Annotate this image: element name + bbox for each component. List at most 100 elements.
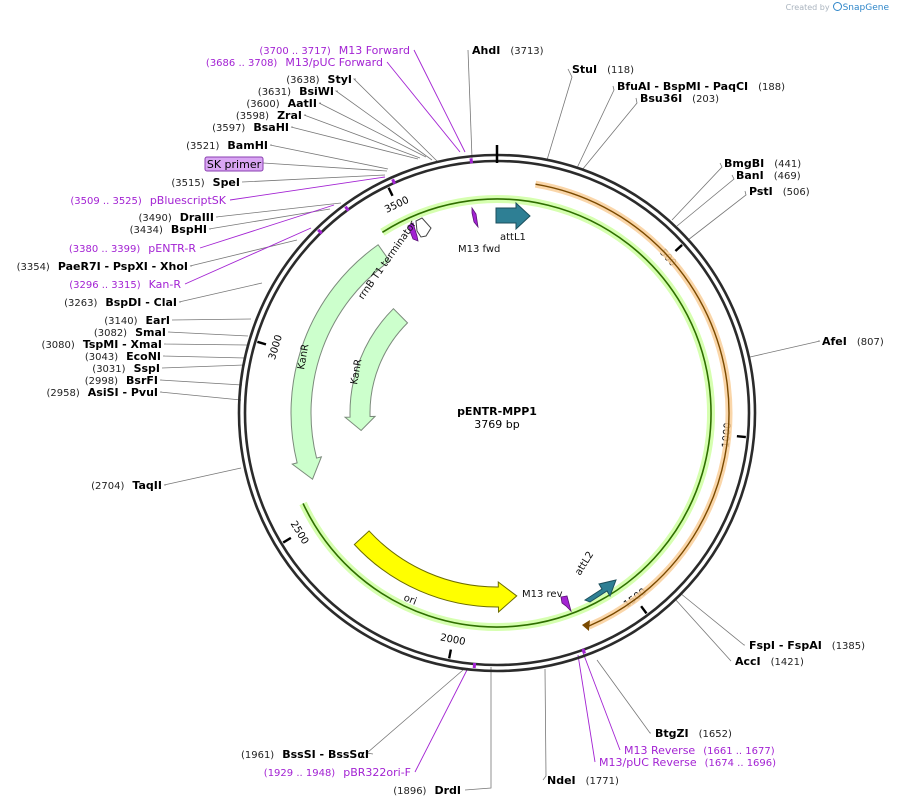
site-label[interactable]: AccI(1421) xyxy=(735,655,804,668)
site-label[interactable]: (3434)BspHI xyxy=(130,223,207,236)
site-label[interactable]: BfuAI - BspMI - PaqCI(188) xyxy=(617,80,785,93)
site-label[interactable]: NdeI(1771) xyxy=(547,774,619,787)
site-label[interactable]: (1896)DrdI xyxy=(393,784,461,797)
primer-m13-reverse[interactable]: M13 Reverse(1661 .. 1677) xyxy=(624,744,775,757)
feature-label-m13-fwd[interactable]: M13 fwd xyxy=(458,244,500,255)
site-eari[interactable]: (3140)EarI xyxy=(104,314,170,327)
site-label[interactable]: BanI(469) xyxy=(736,169,801,182)
site-paer7i-pspxi-xhoi[interactable]: (3354)PaeR7I - PspXI - XhoI xyxy=(17,260,188,273)
site-label[interactable]: FspI - FspAI(1385) xyxy=(749,639,865,652)
site-label[interactable]: (3598)ZraI xyxy=(236,109,302,122)
site-fspi-fspai[interactable]: FspI - FspAI(1385) xyxy=(749,639,865,652)
site-label[interactable]: (3080)TspMI - XmaI xyxy=(42,338,162,351)
site-label[interactable]: (2958)AsiSI - PvuI xyxy=(47,386,159,399)
site-label[interactable]: (3638)StyI xyxy=(286,73,352,86)
kanr-arrow-outer[interactable] xyxy=(290,244,391,481)
primer-pentr-r[interactable]: (3380 .. 3399)pENTR-R xyxy=(69,242,196,255)
site-label[interactable]: AfeI(807) xyxy=(822,335,884,348)
site-label[interactable]: BmgBI(441) xyxy=(724,157,801,170)
primer-pbluescriptsk[interactable]: (3509 .. 3525)pBluescriptSK xyxy=(70,194,226,207)
site-label[interactable]: (3597)BsaHI xyxy=(212,121,289,134)
site-afei[interactable]: AfeI(807) xyxy=(822,335,884,348)
feature-label-ori[interactable]: ori xyxy=(402,593,418,608)
primer-label[interactable]: (3700 .. 3717)M13 Forward xyxy=(259,44,410,57)
primer-label[interactable]: (3509 .. 3525)pBluescriptSK xyxy=(70,194,226,207)
site-drdi[interactable]: (1896)DrdI xyxy=(393,784,461,797)
sk-primer-label[interactable]: SK primer xyxy=(207,158,262,171)
site-label[interactable]: (3354)PaeR7I - PspXI - XhoI xyxy=(17,260,188,273)
site-label[interactable]: (3515)SpeI xyxy=(171,176,240,189)
attl2-arrow[interactable] xyxy=(583,579,617,603)
site-bamhi[interactable]: (3521)BamHI xyxy=(186,139,268,152)
site-ndei[interactable]: NdeI(1771) xyxy=(547,774,619,787)
site-label[interactable]: StuI(118) xyxy=(572,63,634,76)
site-label[interactable]: (3043)EcoNI xyxy=(85,350,161,363)
attl1-arrow[interactable] xyxy=(495,201,531,231)
primer-pbr322ori-f[interactable]: (1929 .. 1948)pBR322ori-F xyxy=(264,766,411,779)
site-bspdi-clai[interactable]: (3263)BspDI - ClaI xyxy=(64,296,177,309)
site-label[interactable]: BtgZI(1652) xyxy=(655,727,732,740)
kanr-arrow-inner[interactable] xyxy=(343,307,409,432)
site-psti[interactable]: PstI(506) xyxy=(749,185,810,198)
site-bsphi[interactable]: (3434)BspHI xyxy=(130,223,207,236)
feature-label-attl1[interactable]: attL1 xyxy=(500,232,526,243)
site-label[interactable]: (3631)BsiWI xyxy=(258,85,334,98)
site-label[interactable]: (3263)BspDI - ClaI xyxy=(64,296,177,309)
site-sspi[interactable]: (3031)SspI xyxy=(92,362,160,375)
feature-label-attl2[interactable]: attL2 xyxy=(573,550,596,578)
site-bmgbi[interactable]: BmgBI(441) xyxy=(724,157,801,170)
site-acci[interactable]: AccI(1421) xyxy=(735,655,804,668)
site-styi[interactable]: (3638)StyI xyxy=(286,73,352,86)
site-zrai[interactable]: (3598)ZraI xyxy=(236,109,302,122)
site-label[interactable]: (2704)TaqII xyxy=(91,479,162,492)
site-stui[interactable]: StuI(118) xyxy=(572,63,634,76)
m13-fwd-mark[interactable] xyxy=(471,206,479,229)
site-bsahi[interactable]: (3597)BsaHI xyxy=(212,121,289,134)
site-label[interactable]: (3521)BamHI xyxy=(186,139,268,152)
primer-m13-puc-forward[interactable]: (3686 .. 3708)M13/pUC Forward xyxy=(206,56,383,69)
site-econi[interactable]: (3043)EcoNI xyxy=(85,350,161,363)
primer-label[interactable]: (3380 .. 3399)pENTR-R xyxy=(69,242,196,255)
site-label[interactable]: (2998)BsrFI xyxy=(85,374,158,387)
site-label[interactable]: (3490)DraIII xyxy=(138,211,214,224)
site-label[interactable]: AhdI(3713) xyxy=(472,44,544,57)
site-tspmi-xmai[interactable]: (3080)TspMI - XmaI xyxy=(42,338,162,351)
site-bsiwi[interactable]: (3631)BsiWI xyxy=(258,85,334,98)
plasmid-name[interactable]: pENTR-MPP1 xyxy=(457,405,537,418)
site-btgzi[interactable]: BtgZI(1652) xyxy=(655,727,732,740)
site-taqii[interactable]: (2704)TaqII xyxy=(91,479,162,492)
primer-label[interactable]: (3296 .. 3315)Kan-R xyxy=(69,278,181,291)
primer-kan-r[interactable]: (3296 .. 3315)Kan-R xyxy=(69,278,181,291)
site-label[interactable]: (3600)AatII xyxy=(246,97,317,110)
site-bsrfi[interactable]: (2998)BsrFI xyxy=(85,374,158,387)
feature-label-m13-rev[interactable]: M13 rev xyxy=(522,589,563,600)
site-label[interactable]: (3031)SspI xyxy=(92,362,160,375)
primer-label[interactable]: (3686 .. 3708)M13/pUC Forward xyxy=(206,56,383,69)
terminator-primer-mark[interactable] xyxy=(407,222,419,242)
site-label[interactable]: (3140)EarI xyxy=(104,314,170,327)
primer-label[interactable]: M13 Reverse(1661 .. 1677) xyxy=(624,744,775,757)
site-spei[interactable]: (3515)SpeI xyxy=(171,176,240,189)
primer-m13-puc-reverse[interactable]: M13/pUC Reverse(1674 .. 1696) xyxy=(599,756,776,769)
site-bfuai-bspmi-paqci[interactable]: BfuAI - BspMI - PaqCI(188) xyxy=(617,80,785,93)
rrnb-terminator-shape[interactable] xyxy=(415,217,432,238)
feature-label-kanr[interactable]: KanR xyxy=(349,358,364,385)
primer-label[interactable]: (1929 .. 1948)pBR322ori-F xyxy=(264,766,411,779)
site-smai[interactable]: (3082)SmaI xyxy=(94,326,166,339)
m13-rev-mark[interactable] xyxy=(560,595,572,613)
primer-m13-forward[interactable]: (3700 .. 3717)M13 Forward xyxy=(259,44,410,57)
primer-label[interactable]: M13/pUC Reverse(1674 .. 1696) xyxy=(599,756,776,769)
site-aatii[interactable]: (3600)AatII xyxy=(246,97,317,110)
site-draiii[interactable]: (3490)DraIII xyxy=(138,211,214,224)
site-label[interactable]: (1961)BssSI - BssSαI xyxy=(241,748,369,761)
ori-arrow[interactable] xyxy=(353,530,518,614)
feature-label-kanr[interactable]: KanR xyxy=(296,343,311,370)
site-bsu36i[interactable]: Bsu36I(203) xyxy=(640,92,719,105)
site-label[interactable]: Bsu36I(203) xyxy=(640,92,719,105)
site-bsssi-bsss-i[interactable]: (1961)BssSI - BssSαI xyxy=(241,748,369,761)
site-label[interactable]: (3082)SmaI xyxy=(94,326,166,339)
site-asisi-pvui[interactable]: (2958)AsiSI - PvuI xyxy=(47,386,159,399)
site-label[interactable]: PstI(506) xyxy=(749,185,810,198)
site-bani[interactable]: BanI(469) xyxy=(736,169,801,182)
site-ahdi[interactable]: AhdI(3713) xyxy=(472,44,544,57)
